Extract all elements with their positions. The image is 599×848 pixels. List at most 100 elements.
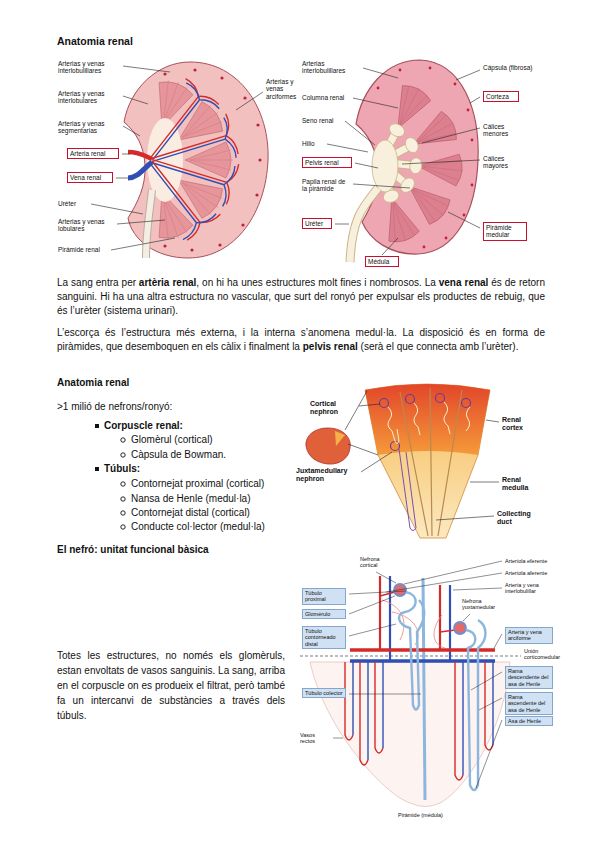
kidney-vessels-illustration bbox=[128, 152, 152, 159]
box-label: Arteria y vena arciforme bbox=[508, 629, 550, 642]
callout-box: Arteria renal bbox=[67, 148, 119, 159]
nephron-wedge-illustration bbox=[365, 384, 490, 455]
text-run: , on hi ha unes estructures molt fines i… bbox=[196, 277, 436, 288]
part-label: Papila renal de la pirámide bbox=[302, 178, 350, 193]
callout-box: Corteza bbox=[483, 91, 519, 102]
box-label: Arteria renal bbox=[70, 150, 116, 157]
paragraph: Totes les estructures, no només els glom… bbox=[57, 648, 285, 723]
part-label: Nefrona yuxtamedular bbox=[462, 598, 502, 611]
glomerulus-dots bbox=[429, 67, 432, 70]
nephron-wedge-illustration bbox=[388, 402, 470, 444]
vasculature-illustration bbox=[350, 648, 495, 652]
term-box: Asa de Henle bbox=[505, 716, 553, 726]
vasculature-illustration bbox=[454, 622, 466, 634]
glomerulus-dots bbox=[193, 68, 196, 71]
callout-box: Médula bbox=[365, 256, 399, 267]
glomerulus-dots bbox=[471, 139, 474, 142]
nephron-wedge-illustration bbox=[462, 399, 471, 408]
term-box: Túbulo proximal bbox=[302, 588, 346, 605]
vasculature-illustration bbox=[367, 662, 368, 760]
section-heading: El nefró: unitat funcional bàsica bbox=[57, 544, 209, 556]
term-box: Rama descendente del asa de Henle bbox=[505, 666, 553, 689]
bold-term: artèria renal bbox=[139, 277, 196, 288]
callout-box: Uréter bbox=[302, 218, 332, 229]
bold-term: pelvis renal bbox=[303, 341, 358, 352]
box-label: Uréter bbox=[305, 220, 329, 227]
leader-lines bbox=[333, 561, 502, 788]
paragraph: La sang entra perartèria renal, on hi ha… bbox=[57, 276, 545, 318]
vasculature-illustration bbox=[462, 662, 463, 775]
part-label: Arteria y vena interlobulillar bbox=[505, 582, 553, 595]
term-box: Túbulo colector bbox=[302, 688, 346, 698]
list-bullets bbox=[121, 525, 125, 529]
part-label: Unión corticomedular bbox=[524, 648, 568, 661]
part-label: Arterias y venas arciformes bbox=[266, 78, 300, 100]
kidney-section-illustration bbox=[377, 193, 421, 246]
list-item: Conducte col·lector (medul·la) bbox=[131, 521, 265, 533]
list-bullets bbox=[121, 438, 125, 442]
box-label: Rama descendente del asa de Henle bbox=[508, 668, 550, 687]
term-box: Túbulo contorneado distal bbox=[302, 626, 346, 649]
glomerulus-dots bbox=[423, 246, 426, 249]
glomerulus-dots bbox=[218, 243, 221, 246]
nephron-wedge-illustration bbox=[436, 394, 445, 403]
part-label: Columna renal bbox=[302, 94, 350, 101]
part-label: Arterias interlobulillares bbox=[302, 60, 360, 75]
text-run: La sang entra per bbox=[57, 277, 136, 288]
part-label: Pirámide renal bbox=[58, 246, 108, 253]
kidney-section-illustration bbox=[372, 140, 398, 192]
kidney-vessels-illustration bbox=[124, 62, 268, 258]
nephron-wedge-illustration bbox=[406, 395, 415, 404]
list-bullets bbox=[95, 424, 125, 529]
list-item: Càpsula de Bowman. bbox=[131, 449, 226, 461]
kidney-vessels-illustration bbox=[145, 140, 239, 208]
vasculature-illustration bbox=[399, 592, 424, 710]
kidney-vessels-illustration bbox=[185, 142, 233, 178]
kidney-vessels-illustration bbox=[146, 190, 152, 258]
part-label: Cortical nephron bbox=[310, 400, 356, 416]
vasculature-illustration bbox=[375, 662, 383, 753]
term-box: Rama ascendente del asa de Henle bbox=[505, 692, 553, 715]
box-label: Pelvis renal bbox=[305, 159, 349, 166]
part-label: Arterias y venas interlobulillares bbox=[58, 60, 120, 75]
kidney-section-illustration bbox=[416, 150, 464, 187]
glomerulus-dots bbox=[163, 72, 166, 75]
callout-box: Pelvis renal bbox=[302, 157, 352, 168]
kidney-section-illustration bbox=[356, 60, 478, 254]
callout-box: Pirámide medular bbox=[483, 222, 527, 241]
list-item: Nansa de Henle (medul·la) bbox=[131, 493, 251, 505]
glomerulus-dots bbox=[256, 123, 259, 126]
list-item: Túbuls: bbox=[104, 463, 140, 475]
kidney-vessels-illustration bbox=[128, 162, 152, 178]
nephron-wedge-illustration bbox=[380, 399, 389, 408]
list-bullets bbox=[121, 497, 125, 501]
vasculature-illustration bbox=[345, 662, 353, 740]
vasculature-illustration bbox=[394, 584, 406, 596]
nephron-wedge-illustration bbox=[365, 384, 490, 538]
section-heading: Anatomia renal bbox=[57, 377, 129, 389]
kidney-section-illustration bbox=[350, 188, 378, 262]
vasculature-illustration bbox=[350, 659, 495, 663]
part-label: Cápsula (fibrosa) bbox=[483, 64, 533, 71]
part-label: Cálices menores bbox=[483, 123, 531, 138]
part-label: Seno renal bbox=[302, 117, 342, 124]
vasculature-illustration bbox=[360, 662, 368, 765]
part-label: Collecting duct bbox=[497, 510, 543, 526]
text-run: (serà el que connecta amb l’urèter). bbox=[361, 341, 519, 352]
text-line: >1 milió de nefrons/ronyó: bbox=[57, 401, 172, 413]
bold-term: vena renal bbox=[439, 277, 489, 288]
glomerulus-dots bbox=[190, 248, 193, 251]
glomerulus-dots bbox=[471, 184, 474, 187]
box-label: Pirámide medular bbox=[486, 224, 524, 239]
box-label: Túbulo colector bbox=[305, 690, 343, 696]
part-label: Nefrona cortical bbox=[360, 556, 392, 569]
kidney-vessels-illustration bbox=[124, 62, 268, 258]
box-label: Corteza bbox=[486, 93, 516, 100]
nephron-wedge-illustration bbox=[306, 428, 350, 464]
glomerulus-dots bbox=[463, 214, 466, 217]
vasculature-illustration bbox=[382, 662, 383, 748]
kidney-section-illustration bbox=[350, 188, 378, 262]
list-item: Contornejat distal (cortical) bbox=[131, 507, 250, 519]
part-label: Arteriola eferente bbox=[505, 558, 547, 564]
